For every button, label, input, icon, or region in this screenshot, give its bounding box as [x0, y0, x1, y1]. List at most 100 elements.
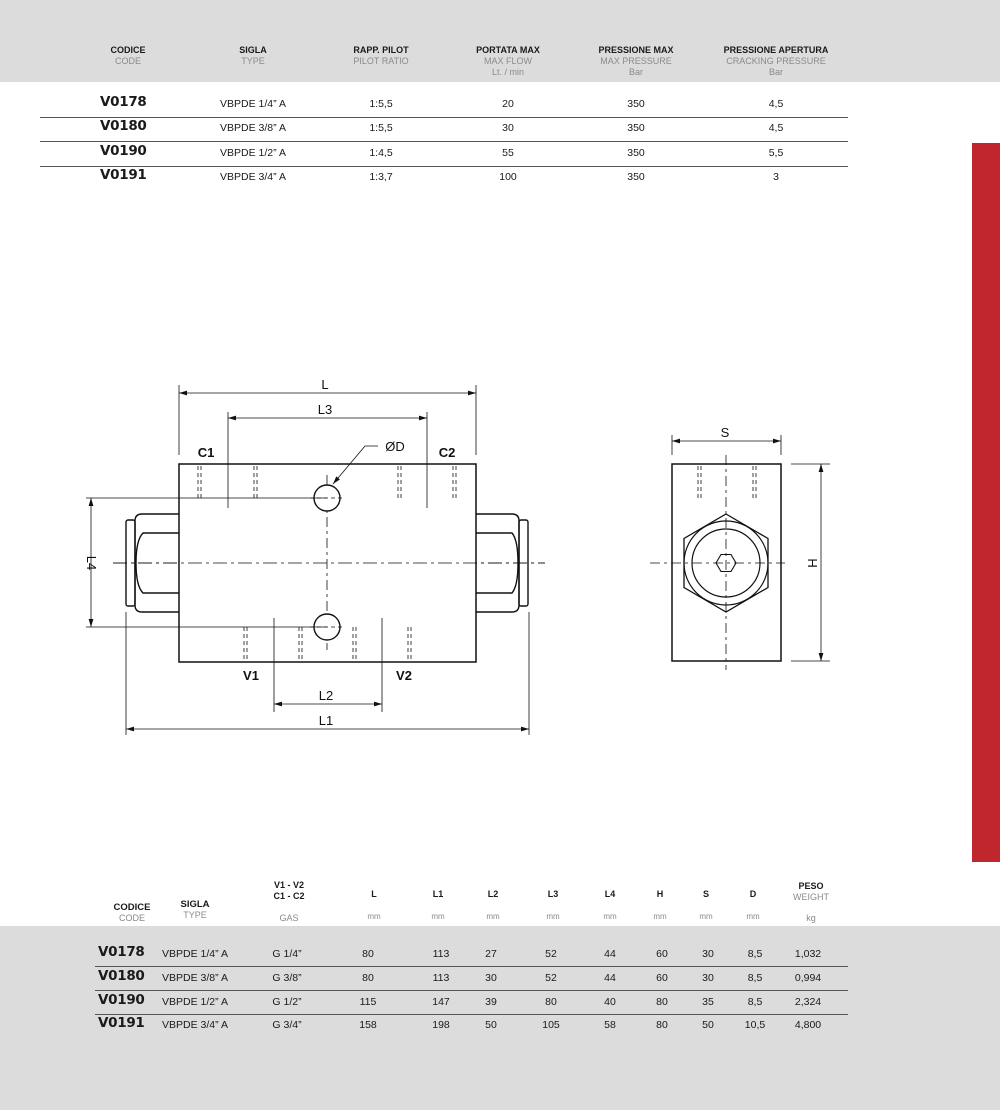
table-cell: 4,5	[768, 122, 784, 134]
label-L2: L2	[319, 688, 333, 703]
table-cell: G 1/4”	[272, 948, 302, 960]
column-header: PESO	[798, 881, 824, 891]
product-code: V0190	[100, 143, 147, 159]
table-cell: G 3/4”	[272, 1019, 302, 1031]
table-cell: 52	[545, 948, 557, 960]
row-divider	[95, 990, 848, 991]
table-cell: 60	[656, 948, 668, 960]
column-header: SIGLA	[180, 899, 210, 910]
table-cell: 35	[702, 996, 714, 1008]
column-unit: GAS	[279, 913, 299, 923]
table-cell: 4,5	[768, 98, 784, 110]
column-header: S	[702, 889, 710, 899]
column-unit: mm	[486, 912, 500, 921]
column-unit: mm	[546, 912, 560, 921]
table-cell: 80	[362, 972, 374, 984]
dimension-lines	[86, 385, 530, 735]
table-cell: 80	[362, 948, 374, 960]
table-cell: 44	[604, 948, 616, 960]
row-divider	[95, 966, 848, 967]
product-code: V0191	[100, 167, 147, 183]
table-cell: 40	[604, 996, 616, 1008]
row-divider	[40, 166, 848, 167]
table-cell: 113	[432, 972, 450, 984]
table-cell: 113	[432, 948, 450, 960]
table-cell: 115	[359, 996, 377, 1008]
side-body	[671, 463, 782, 662]
table-cell: 2,324	[794, 996, 822, 1008]
table-cell: 105	[542, 1019, 560, 1031]
label-L4: L4	[84, 556, 99, 570]
table-cell: 50	[485, 1019, 497, 1031]
table-cell: 100	[499, 171, 517, 183]
column-header-en: CODE	[114, 56, 142, 66]
table-cell: 58	[604, 1019, 616, 1031]
table-cell: 20	[502, 98, 514, 110]
column-unit: Bar	[768, 67, 784, 77]
column-header-en: CRACKING PRESSURE	[726, 56, 826, 66]
table-cell: 30	[485, 972, 497, 984]
table-cell: VBPDE 1/4” A	[220, 98, 286, 110]
label-L3: L3	[318, 402, 332, 417]
table-cell: 80	[545, 996, 557, 1008]
column-unit: mm	[603, 912, 617, 921]
table-cell: 3	[773, 171, 779, 183]
table-cell: 1:5,5	[369, 122, 393, 134]
column-header-en: MAX FLOW	[483, 56, 533, 66]
table-cell: 80	[656, 1019, 668, 1031]
column-unit: Bar	[628, 67, 644, 77]
table-cell: 8,5	[747, 948, 763, 960]
table-cell: 158	[359, 1019, 377, 1031]
table-cell: 30	[702, 972, 714, 984]
port-v1: V1	[243, 668, 259, 683]
table-cell: 4,800	[794, 1019, 822, 1031]
product-code: V0178	[100, 94, 147, 110]
label-L: L	[321, 377, 328, 392]
port-c2: C2	[439, 445, 456, 460]
table-cell: 55	[502, 147, 514, 159]
product-code: V0178	[98, 944, 145, 960]
table-cell: 1:4,5	[369, 147, 393, 159]
table-cell: 147	[432, 996, 450, 1008]
product-code: V0180	[100, 118, 147, 134]
footer-band	[0, 926, 1000, 1110]
column-header: PRESSIONE APERTURA	[723, 45, 829, 55]
column-unit: mm	[653, 912, 667, 921]
product-code: V0180	[98, 968, 145, 984]
table-cell: 0,994	[794, 972, 822, 984]
table-cell: VBPDE 1/2” A	[220, 147, 286, 159]
side-view: S H	[650, 425, 830, 670]
port-c1: C1	[198, 445, 215, 460]
column-header: L3	[547, 889, 559, 899]
column-header: L1	[432, 889, 444, 899]
column-header: RAPP. PILOT	[353, 45, 409, 55]
fitting-left	[125, 513, 179, 613]
header-band	[0, 0, 1000, 82]
table-cell: VBPDE 3/8” A	[162, 972, 228, 984]
column-unit: mm	[699, 912, 713, 921]
column-unit: mm	[431, 912, 445, 921]
column-header: H	[656, 889, 664, 899]
table-cell: 350	[627, 171, 645, 183]
label-H: H	[805, 558, 820, 567]
column-header: D	[749, 889, 757, 899]
table-cell: VBPDE 1/2” A	[162, 996, 228, 1008]
table-cell: 30	[702, 948, 714, 960]
table-cell: 350	[627, 98, 645, 110]
row-divider	[95, 1014, 848, 1015]
label-diameter: ØD	[385, 439, 405, 454]
column-unit: Lt. / min	[491, 67, 525, 77]
column-header: L2	[487, 889, 499, 899]
hex-socket-icon	[715, 553, 737, 573]
product-code: V0191	[98, 1015, 145, 1031]
column-header-en: MAX PRESSURE	[600, 56, 672, 66]
column-header: L	[371, 889, 377, 899]
table-cell: 52	[545, 972, 557, 984]
column-header: C1 - C2	[273, 891, 305, 901]
table-cell: 8,5	[747, 996, 763, 1008]
table-cell: 27	[485, 948, 497, 960]
column-header: PORTATA MAX	[476, 45, 540, 55]
table-cell: 39	[485, 996, 497, 1008]
